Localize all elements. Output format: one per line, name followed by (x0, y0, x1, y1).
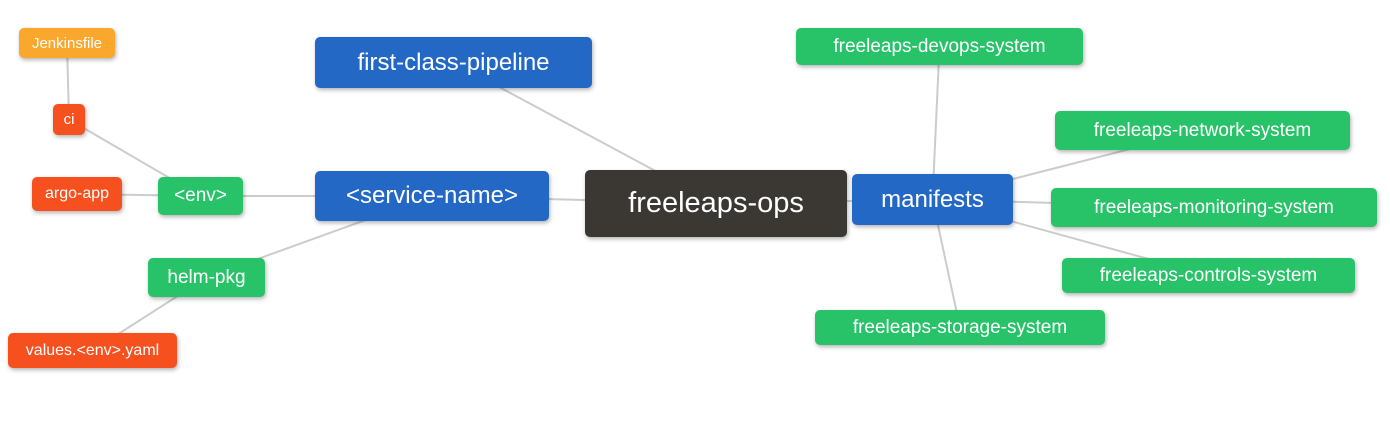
node-argo-app[interactable]: argo-app (32, 177, 122, 211)
node-env-label: <env> (174, 185, 227, 206)
node-freeleaps-storage-system-label: freeleaps-storage-system (852, 316, 1068, 338)
node-freeleaps-ops-label: freeleaps-ops (628, 187, 804, 219)
node-freeleaps-devops-system-label: freeleaps-devops-system (833, 35, 1046, 57)
node-service-name[interactable]: <service-name> (315, 171, 549, 221)
node-freeleaps-monitoring-system[interactable]: freeleaps-monitoring-system (1051, 188, 1377, 227)
node-freeleaps-network-system-label: freeleaps-network-system (1093, 119, 1312, 141)
node-freeleaps-monitoring-system-label: freeleaps-monitoring-system (1094, 196, 1334, 218)
node-values-env-yaml[interactable]: values.<env>.yaml (8, 333, 177, 368)
node-freeleaps-storage-system[interactable]: freeleaps-storage-system (815, 310, 1105, 345)
node-jenkinsfile[interactable]: Jenkinsfile (19, 28, 115, 58)
node-first-class-pipeline-label: first-class-pipeline (357, 48, 550, 76)
node-freeleaps-ops-root[interactable]: freeleaps-ops (585, 170, 847, 237)
node-helm-pkg[interactable]: helm-pkg (148, 258, 265, 297)
node-manifests[interactable]: manifests (852, 174, 1013, 225)
node-helm-pkg-label: helm-pkg (167, 266, 246, 288)
node-freeleaps-controls-system[interactable]: freeleaps-controls-system (1062, 258, 1355, 293)
node-ci-label: ci (63, 111, 75, 128)
node-manifests-label: manifests (881, 185, 984, 213)
node-first-class-pipeline[interactable]: first-class-pipeline (315, 37, 592, 88)
node-freeleaps-network-system[interactable]: freeleaps-network-system (1055, 111, 1350, 150)
node-jenkinsfile-label: Jenkinsfile (31, 34, 103, 52)
node-service-name-label: <service-name> (345, 182, 519, 209)
node-env[interactable]: <env> (158, 177, 243, 215)
node-ci[interactable]: ci (53, 104, 85, 135)
node-values-env-yaml-label: values.<env>.yaml (25, 341, 160, 359)
node-freeleaps-controls-system-label: freeleaps-controls-system (1099, 264, 1318, 286)
node-argo-app-label: argo-app (44, 185, 110, 202)
node-freeleaps-devops-system[interactable]: freeleaps-devops-system (796, 28, 1083, 65)
